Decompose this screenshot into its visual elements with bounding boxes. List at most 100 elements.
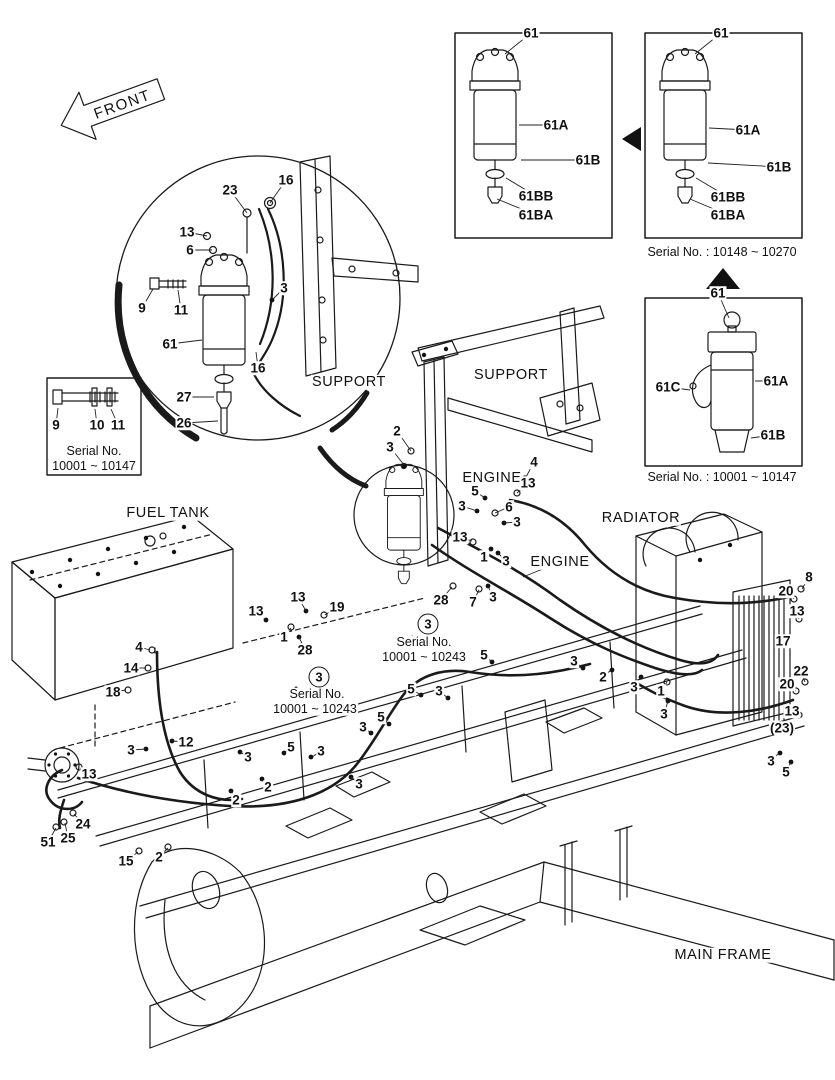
part-callout: 4 xyxy=(134,639,144,655)
part-callout: 1 xyxy=(479,549,489,565)
part-callout: 11 xyxy=(172,302,190,318)
part-callout: 3 xyxy=(434,683,444,699)
assembly-ref-label: 61 xyxy=(712,25,730,41)
part-callout: 9 xyxy=(137,300,147,316)
fuel-hose-lines xyxy=(45,498,795,830)
part-callout: 61B xyxy=(574,152,602,168)
part-callout: 61B xyxy=(765,159,793,175)
detail-box-bolt xyxy=(46,377,142,476)
part-callout: 13 xyxy=(247,603,265,619)
serial-number-label: Serial No. xyxy=(395,634,453,649)
area-label: SUPPORT xyxy=(310,373,388,390)
part-callout: 17 xyxy=(774,633,792,649)
part-callout: 7 xyxy=(468,594,478,610)
serial-number-label: 10001 ~ 10243 xyxy=(272,701,358,716)
part-callout: 5 xyxy=(479,647,489,663)
part-callout: 10 xyxy=(88,417,106,433)
part-callout: 24 xyxy=(74,816,92,832)
serial-number-label: Serial No. xyxy=(65,443,123,458)
part-callout: 61C xyxy=(654,379,682,395)
part-callout: 3 xyxy=(766,753,776,769)
part-callout: 1 xyxy=(279,629,289,645)
magnifier-detail-view xyxy=(114,155,419,489)
part-callout: 5 xyxy=(376,709,386,725)
part-callout: 6 xyxy=(185,242,195,258)
bolt-heads xyxy=(29,463,794,794)
part-callout: 13 xyxy=(788,603,806,619)
part-callout: 2 xyxy=(231,792,241,808)
arrow-up-icon xyxy=(706,268,740,289)
part-callout: 5 xyxy=(470,483,480,499)
part-callout: 20 xyxy=(778,676,796,692)
pump-flange-drawing xyxy=(27,747,80,783)
part-callout: 5 xyxy=(406,681,416,697)
area-label: SUPPORT xyxy=(472,366,550,383)
part-callout: 61 xyxy=(161,336,179,352)
support-bracket-drawing xyxy=(411,305,605,567)
part-callout: 3 xyxy=(488,589,498,605)
part-callout: 3 xyxy=(569,653,579,669)
circled-part-callout: 3 xyxy=(417,613,439,635)
part-callout: 26 xyxy=(175,415,193,431)
part-callout: 27 xyxy=(175,389,193,405)
part-callout: 3 xyxy=(385,439,395,455)
part-callout: 13 xyxy=(80,766,98,782)
assembly-ref-label: 61 xyxy=(522,25,540,41)
part-callout: 13 xyxy=(289,589,307,605)
part-callout: 3 xyxy=(126,742,136,758)
serial-number-label: Serial No. : 10001 ~ 10147 xyxy=(646,469,798,484)
part-callout: 61A xyxy=(734,122,762,138)
part-callout: 3 xyxy=(457,498,467,514)
part-callout: 15 xyxy=(117,853,135,869)
part-callout: 3 xyxy=(659,706,669,722)
serial-number-label: Serial No. xyxy=(288,686,346,701)
area-label: FUEL TANK xyxy=(125,504,211,521)
part-callout: 28 xyxy=(432,592,450,608)
part-callout: 13 xyxy=(451,529,469,545)
part-callout: 18 xyxy=(104,684,122,700)
part-callout: 3 xyxy=(243,749,253,765)
part-callout: 23 xyxy=(221,182,239,198)
part-callout: 16 xyxy=(277,172,295,188)
part-callout: 28 xyxy=(296,642,314,658)
part-callout: 3 xyxy=(501,553,511,569)
assembly-ref-label: 61 xyxy=(709,285,727,301)
serial-number-label: 10001 ~ 10243 xyxy=(381,649,467,664)
part-callout: 3 xyxy=(512,514,522,530)
part-callout: 61A xyxy=(762,373,790,389)
part-callout: 2 xyxy=(154,849,164,865)
part-callout: 20 xyxy=(777,583,795,599)
part-callout: 2 xyxy=(392,423,402,439)
circled-part-callout: 3 xyxy=(308,666,330,688)
part-callout: 61BA xyxy=(709,207,747,223)
part-callout: 5 xyxy=(781,764,791,780)
part-callout: 5 xyxy=(286,739,296,755)
part-callout: 61BB xyxy=(517,188,555,204)
part-callout: 11 xyxy=(109,417,127,433)
part-callout: 12 xyxy=(177,734,195,750)
area-label: ENGINE xyxy=(529,553,591,570)
part-callout: 51 xyxy=(39,834,57,850)
part-callout: (23) xyxy=(768,720,796,736)
serial-number-label: Serial No. : 10148 ~ 10270 xyxy=(646,244,798,259)
area-label: ENGINE xyxy=(461,469,523,486)
part-callout: 9 xyxy=(51,417,61,433)
part-callout: 2 xyxy=(263,779,273,795)
part-callout: 25 xyxy=(59,830,77,846)
part-callout: 3 xyxy=(279,280,289,296)
part-callout: 61BB xyxy=(709,189,747,205)
part-callout: 3 xyxy=(629,679,639,695)
part-callout: 13 xyxy=(519,475,537,491)
part-callout: 1 xyxy=(656,683,666,699)
boom-foot-drawing xyxy=(133,848,266,1027)
part-callout: 19 xyxy=(328,599,346,615)
part-callout: 61B xyxy=(759,427,787,443)
area-label: MAIN FRAME xyxy=(673,946,773,963)
part-callout: 3 xyxy=(358,719,368,735)
part-callout: 3 xyxy=(316,743,326,759)
part-callout: 2 xyxy=(598,669,608,685)
part-callout: 13 xyxy=(783,703,801,719)
part-callout: 4 xyxy=(529,454,539,470)
part-callout: 8 xyxy=(804,569,814,585)
